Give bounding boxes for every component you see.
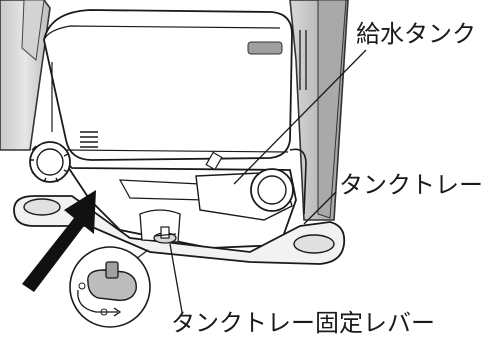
push-arrow-icon — [22, 190, 96, 292]
tray-lever-icon — [153, 226, 177, 244]
water-tank-label: 給水タンク — [356, 20, 476, 48]
lever-zoom-icon — [69, 246, 151, 328]
left-housing — [0, 0, 51, 151]
right-knob-icon — [205, 148, 307, 215]
tank-tray-lever-label: タンクトレー固定レバー — [171, 309, 435, 337]
water-tank — [43, 9, 293, 161]
right-housing — [289, 0, 349, 221]
tank-tray-label: タンクトレー — [339, 171, 483, 199]
tank-cap-icon — [29, 141, 71, 183]
leader-lines — [169, 49, 367, 313]
